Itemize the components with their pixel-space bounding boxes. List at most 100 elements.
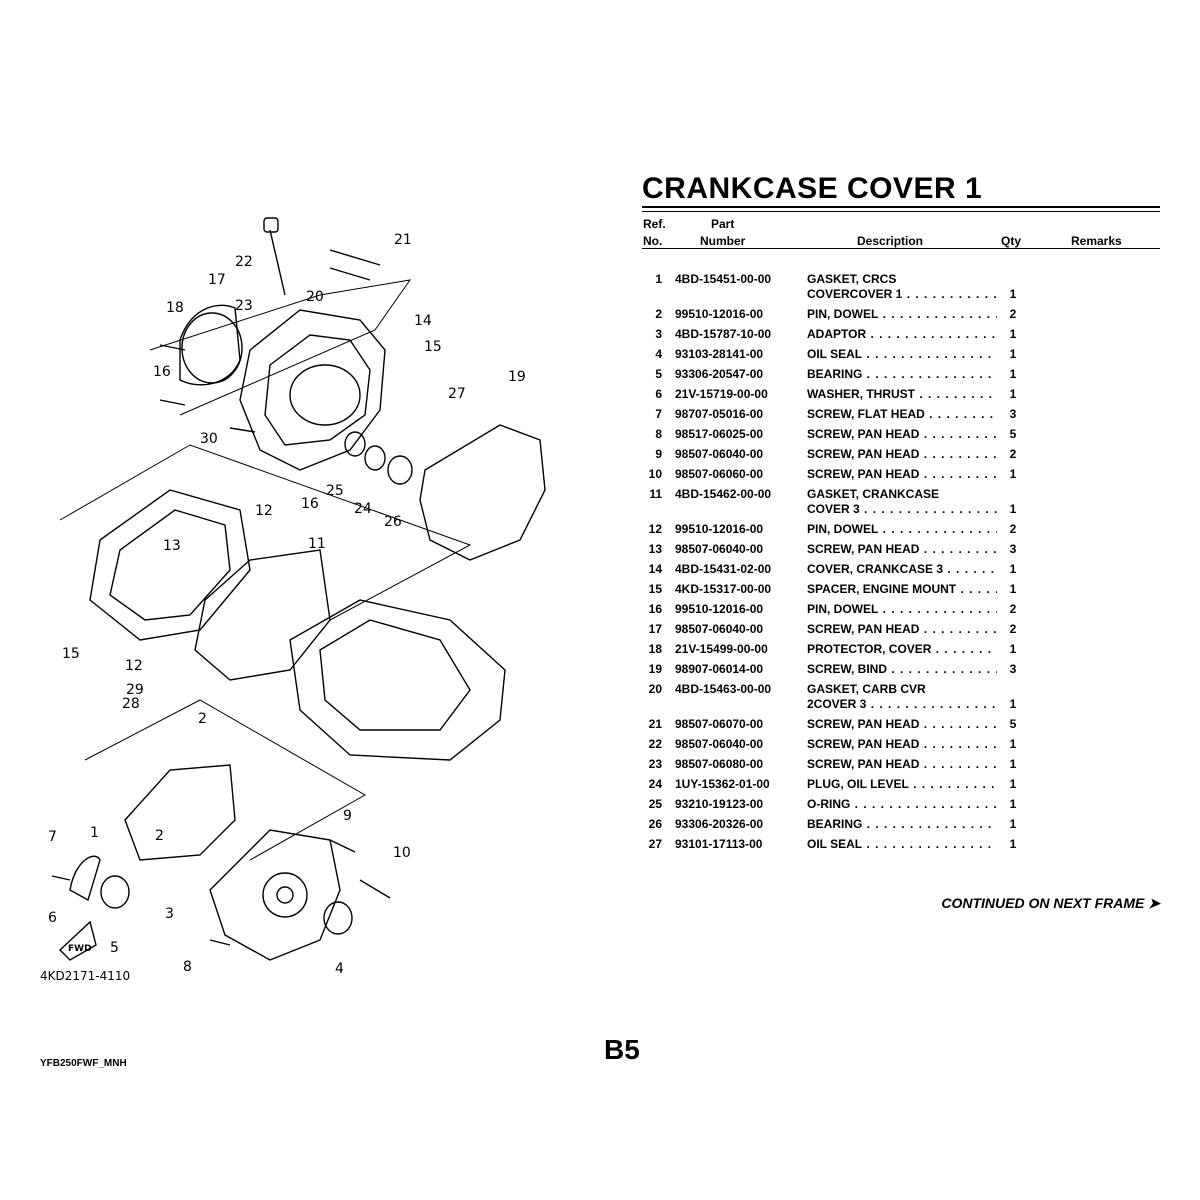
- row-description-line: ADAPTOR . . . . . . . . . . . . . . . . …: [807, 327, 997, 341]
- callout-15: 15: [62, 646, 80, 662]
- row-part-number: 4BD-15787-10-00: [675, 327, 772, 341]
- row-ref: 26: [648, 817, 662, 831]
- row-description-line: SCREW, PAN HEAD . . . . . . . . . . . . …: [807, 717, 997, 731]
- row-part-number: 98507-06080-00: [675, 757, 764, 771]
- row-part-number: 21V-15719-00-00: [675, 387, 768, 401]
- header-description: Description: [857, 234, 924, 248]
- row-description-line: PIN, DOWEL . . . . . . . . . . . . . . .…: [807, 522, 997, 536]
- row-qty: 5: [1009, 427, 1017, 441]
- row-ref: 18: [648, 642, 662, 656]
- row-description-line: COVERCOVER 1 . . . . . . . . . . . . . .…: [807, 287, 997, 301]
- row-qty: 1: [1009, 837, 1017, 851]
- assembly-plane-middle: [59, 444, 472, 621]
- row-description-line: SCREW, PAN HEAD . . . . . . . . . . . . …: [807, 427, 997, 441]
- header-rule: [642, 248, 1160, 249]
- row-description: COVER, CRANKCASE 3 . . . . . . . . . . .…: [807, 562, 997, 577]
- row-qty: 1: [1009, 797, 1017, 811]
- header-remarks: Remarks: [1071, 234, 1122, 248]
- header-part-line2: Number: [700, 234, 746, 248]
- row-part-number: 21V-15499-00-00: [675, 642, 768, 656]
- row-ref: 1: [655, 272, 662, 286]
- row-ref: 13: [648, 542, 662, 556]
- row-ref: 25: [648, 797, 662, 811]
- row-description-line: BEARING . . . . . . . . . . . . . . . . …: [807, 367, 997, 381]
- page-number: B5: [604, 1034, 640, 1065]
- row-part-number: 93210-19123-00: [675, 797, 764, 811]
- row-description: BEARING . . . . . . . . . . . . . . . . …: [807, 817, 997, 832]
- row-qty: 1: [1009, 367, 1017, 381]
- row-qty: 1: [1009, 327, 1017, 341]
- row-qty: 1: [1009, 817, 1017, 831]
- row-ref: 5: [655, 367, 662, 381]
- row-part-number: 1UY-15362-01-00: [675, 777, 770, 791]
- row-description: SCREW, PAN HEAD . . . . . . . . . . . . …: [807, 737, 997, 752]
- row-description-line: PLUG, OIL LEVEL . . . . . . . . . . . . …: [807, 777, 997, 791]
- gasket-crcs-cover-part: [124, 764, 236, 861]
- row-description-line: PIN, DOWEL . . . . . . . . . . . . . . .…: [807, 602, 997, 616]
- row-description: PLUG, OIL LEVEL . . . . . . . . . . . . …: [807, 777, 997, 792]
- row-part-number: 98507-06040-00: [675, 737, 764, 751]
- row-part-number: 4KD-15317-00-00: [675, 582, 772, 596]
- row-ref: 19: [648, 662, 662, 676]
- row-description-line: WASHER, THRUST . . . . . . . . . . . . .…: [807, 387, 997, 401]
- callout-2b: 2: [155, 828, 164, 844]
- row-qty: 1: [1009, 582, 1017, 596]
- header-ref-line2: No.: [643, 234, 663, 248]
- row-description: SCREW, PAN HEAD . . . . . . . . . . . . …: [807, 467, 997, 482]
- row-part-number: 98507-06040-00: [675, 622, 764, 636]
- callout-12b: 12: [125, 658, 143, 674]
- row-part-number: 98507-06060-00: [675, 467, 764, 481]
- row-description: SCREW, PAN HEAD . . . . . . . . . . . . …: [807, 717, 997, 732]
- callout-21: 20: [306, 289, 324, 305]
- oil-seal-27-part: [344, 431, 366, 457]
- callout-18: 17: [208, 272, 226, 288]
- continued-note: CONTINUED ON NEXT FRAME ➤: [941, 895, 1160, 911]
- header-qty: Qty: [1001, 234, 1022, 248]
- fwd-label: FWD: [68, 944, 92, 954]
- callout-9: 9: [343, 808, 352, 824]
- row-description: SCREW, PAN HEAD . . . . . . . . . . . . …: [807, 757, 997, 772]
- row-qty: 2: [1009, 307, 1017, 321]
- row-qty: 1: [1009, 697, 1017, 711]
- row-description: SCREW, PAN HEAD . . . . . . . . . . . . …: [807, 622, 997, 637]
- row-description-line: SPACER, ENGINE MOUNT . . . . . . . . . .…: [807, 582, 997, 596]
- row-description-line: BEARING . . . . . . . . . . . . . . . . …: [807, 817, 997, 831]
- row-description-line: SCREW, PAN HEAD . . . . . . . . . . . . …: [807, 542, 997, 556]
- row-ref: 11: [649, 487, 662, 501]
- callout-23: 21: [394, 232, 412, 248]
- callout-16b: 16: [301, 496, 319, 512]
- row-qty: 2: [1009, 447, 1017, 461]
- row-ref: 8: [655, 427, 662, 441]
- row-qty: 1: [1009, 737, 1017, 751]
- row-description-line: GASKET, CRANKCASE: [807, 487, 940, 501]
- row-qty: 5: [1009, 717, 1017, 731]
- row-part-number: 99510-12016-00: [675, 522, 764, 536]
- row-part-number: 98507-06040-00: [675, 542, 764, 556]
- row-description-line: SCREW, PAN HEAD . . . . . . . . . . . . …: [807, 757, 997, 771]
- row-description-line: OIL SEAL . . . . . . . . . . . . . . . .…: [807, 347, 997, 361]
- row-qty: 1: [1009, 562, 1017, 576]
- row-qty: 2: [1009, 522, 1017, 536]
- row-ref: 7: [655, 407, 662, 421]
- row-description: PIN, DOWEL . . . . . . . . . . . . . . .…: [807, 307, 997, 322]
- gasket-carb-cover-part: [419, 424, 546, 561]
- row-qty: 1: [1009, 287, 1017, 301]
- diagram-code: 4KD2171-4110: [40, 969, 130, 983]
